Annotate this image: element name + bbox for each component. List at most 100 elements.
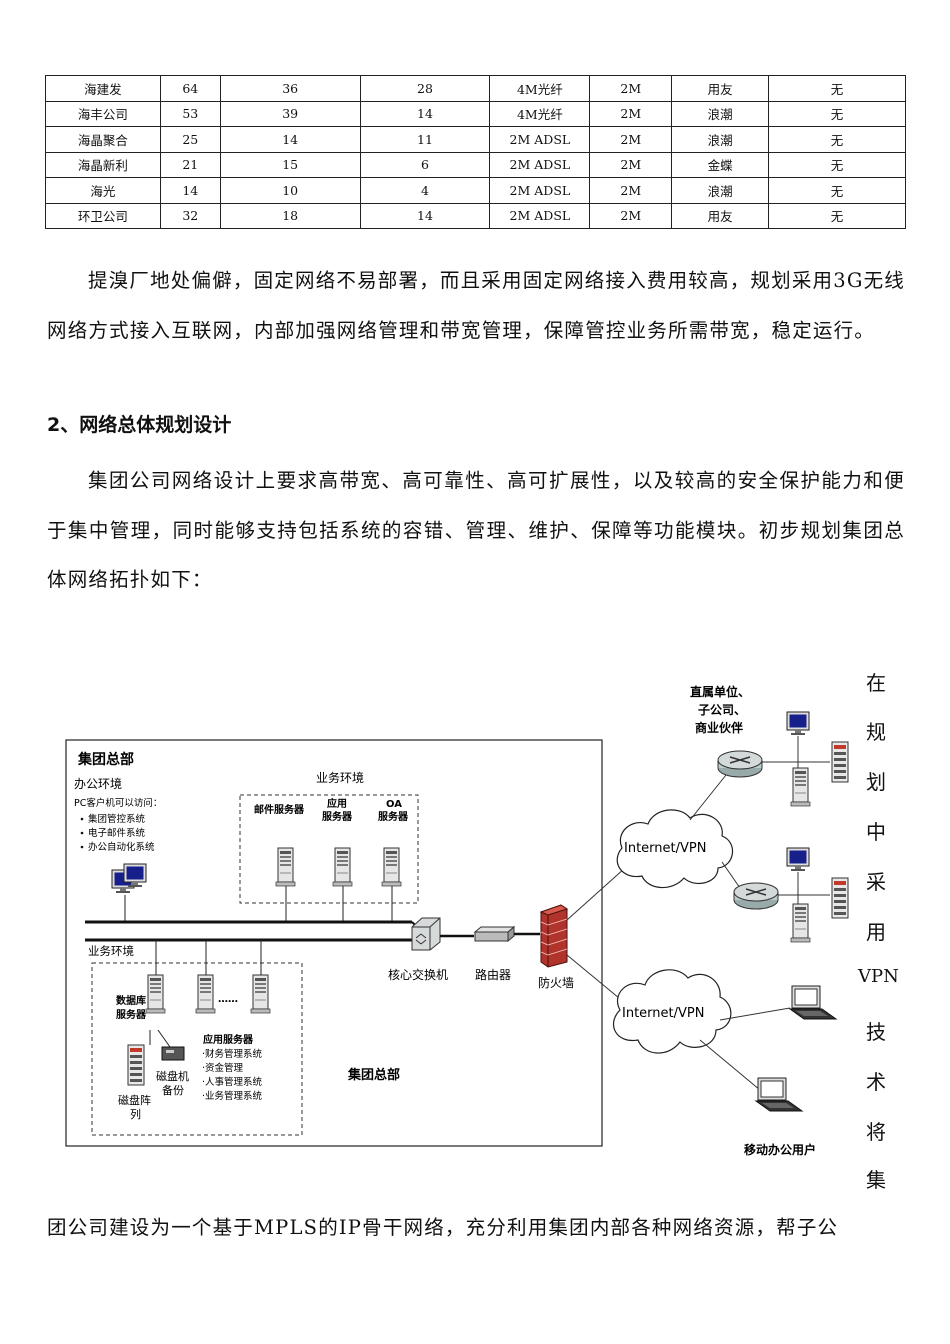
business-env-top-label: 业务环境 [316, 770, 364, 785]
router-label: 路由器 [475, 967, 511, 982]
core-switch-label: 核心交换机 [388, 967, 448, 982]
internet-cloud-icon [616, 809, 733, 889]
hq-title: 集团总部 [77, 751, 134, 768]
table-cell: 15 [219, 151, 361, 178]
table-cell: 4M光纤 [489, 100, 591, 127]
table-cell: 2M [589, 75, 673, 102]
table-cell: 海晶聚合 [45, 126, 161, 153]
branch-rack-icon [831, 741, 849, 783]
side-char: 术 [866, 1070, 886, 1094]
table-cell: 10 [219, 177, 361, 204]
branch-rack-icon [831, 877, 849, 919]
branch-pc-icon [786, 711, 810, 736]
side-char: 集 [866, 1168, 886, 1192]
side-char: 规 [866, 720, 886, 744]
section-heading: 2、网络总体规划设计 [47, 414, 232, 436]
table-cell: 18 [219, 202, 361, 229]
table-cell: 海建发 [45, 75, 161, 102]
table-cell: 金蝶 [671, 151, 770, 178]
tape-backup-icon [161, 1046, 185, 1061]
app-server-icon [332, 847, 353, 887]
side-char: 中 [866, 820, 886, 844]
side-char: 在 [866, 671, 886, 695]
app-server-label: 服务器 [322, 810, 353, 823]
firewall-icon [539, 904, 569, 968]
table-cell: 2M [589, 177, 673, 204]
table-cell: 2M [589, 202, 673, 229]
pc-item: 集团管控系统 [88, 813, 146, 825]
table-cell: 浪潮 [671, 100, 770, 127]
table-cell: 39 [219, 100, 361, 127]
side-char: 采 [866, 870, 886, 894]
table-cell: 21 [159, 151, 221, 178]
side-char: 用 [866, 920, 886, 944]
hq-center-label: 集团总部 [347, 1067, 400, 1083]
pc-item: 电子邮件系统 [88, 827, 146, 839]
table-cell: 14 [359, 202, 491, 229]
table-cell: 无 [768, 177, 906, 204]
table-cell: 2M ADSL [489, 151, 591, 178]
paragraph-3: 团公司建设为一个基于MPLS的IP骨干网络，充分利用集团内部各种网络资源，帮子公 [47, 1216, 839, 1239]
db-server-label: 数据库 [116, 994, 146, 1007]
app-server-item: ·业务管理系统 [202, 1090, 263, 1102]
table-cell: 53 [159, 100, 221, 127]
table-cell: 32 [159, 202, 221, 229]
business-env-bottom-label: 业务环境 [88, 944, 134, 958]
firewall-label: 防火墙 [538, 975, 574, 990]
cloud-1-label: Internet/VPN [624, 841, 706, 856]
table-cell: 海丰公司 [45, 100, 161, 127]
side-char: 将 [866, 1120, 886, 1144]
laptop-icon [755, 1077, 803, 1112]
affiliates-label: 子公司、 [698, 703, 746, 717]
mail-server-icon [275, 847, 296, 887]
table-cell: 6 [359, 151, 491, 178]
db-server-icon [145, 974, 166, 1014]
table-cell: 无 [768, 202, 906, 229]
core-switch-icon [411, 917, 441, 951]
paragraph-1: 提溴厂地处偏僻，固定网络不易部署，而且采用固定网络接入费用较高，规划采用3G无线… [47, 269, 905, 342]
oa-server-label: OA [386, 799, 402, 810]
table-cell: 28 [359, 75, 491, 102]
table-cell: 2M ADSL [489, 126, 591, 153]
db-server-label: 服务器 [116, 1008, 147, 1021]
table-cell: 64 [159, 75, 221, 102]
table-cell: 2M [589, 100, 673, 127]
office-env-label: 办公环境 [74, 776, 122, 791]
server-icon [250, 974, 271, 1014]
business-env-bottom-box [91, 962, 303, 1136]
cloud-2-label: Internet/VPN [622, 1006, 704, 1021]
disk-backup-label: 磁盘机 [156, 1069, 189, 1083]
branch-router-icon [733, 882, 779, 910]
branch-server-icon [790, 767, 811, 807]
disk-array-label: 磁盘阵 [118, 1093, 151, 1107]
router-icon [473, 925, 516, 943]
app-server-item: ·人事管理系统 [202, 1076, 263, 1088]
table-cell: 14 [359, 100, 491, 127]
app-server-label: 应用 [327, 797, 347, 810]
table-cell: 海晶新利 [45, 151, 161, 178]
hq-box [65, 739, 603, 1147]
side-char: 技 [866, 1020, 886, 1044]
branch-pc-icon [786, 847, 810, 872]
laptop-icon [789, 985, 837, 1020]
app-server-item: ·资金管理 [202, 1062, 244, 1074]
branch-router-icon [717, 750, 763, 778]
table-cell: 2M ADSL [489, 202, 591, 229]
side-char: 划 [866, 770, 886, 794]
dots-label: …… [218, 994, 238, 1005]
affiliates-label: 商业伙伴 [695, 720, 743, 735]
business-env-top-box [239, 794, 419, 904]
table-cell: 用友 [671, 75, 770, 102]
mail-server-label: 邮件服务器 [254, 803, 305, 816]
table-cell: 4M光纤 [489, 75, 591, 102]
affiliates-label: 直属单位、 [690, 684, 750, 699]
table-cell: 无 [768, 126, 906, 153]
oa-server-label: 服务器 [378, 810, 409, 823]
table-cell: 无 [768, 75, 906, 102]
